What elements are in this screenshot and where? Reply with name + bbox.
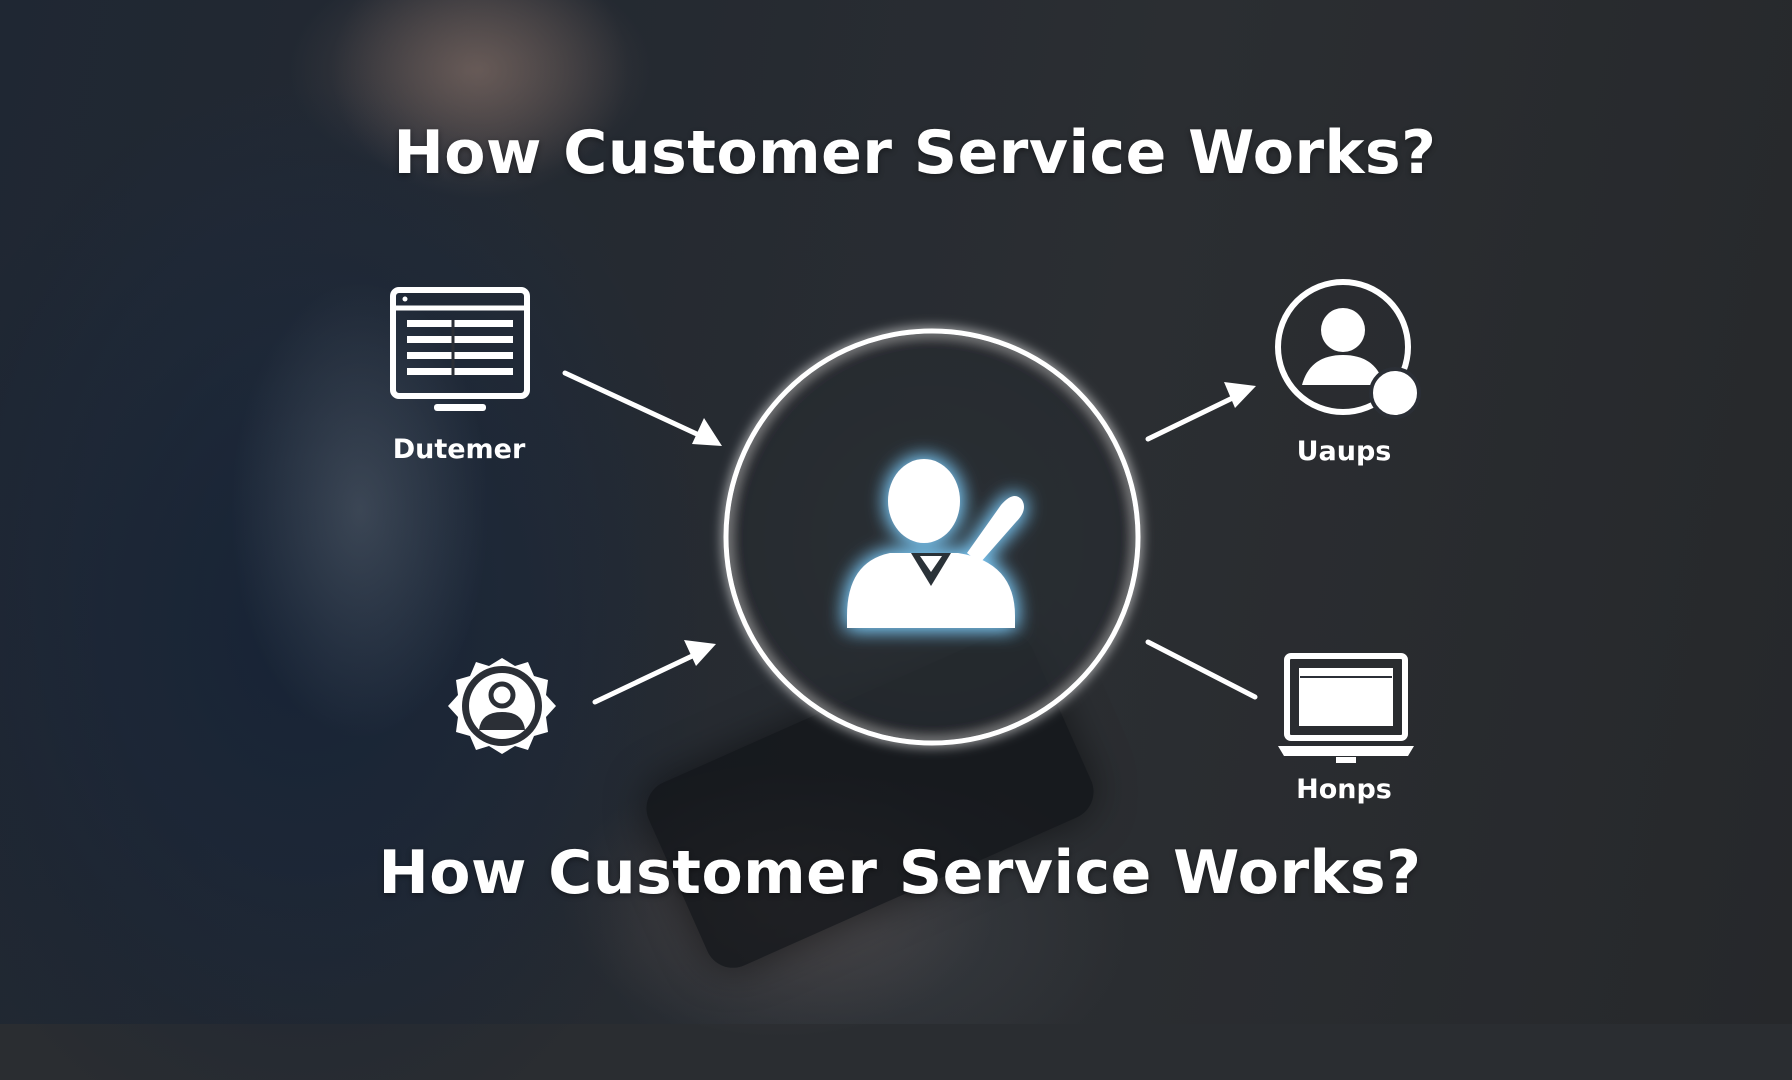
node-label-top-right: Uaups [1296, 436, 1392, 467]
page-title: How Customer Service Works? [393, 118, 1437, 188]
arrow-bottom-left-to-hub [592, 646, 710, 705]
arrow-top-left-head [692, 418, 722, 446]
support-agent-icon [847, 459, 1024, 628]
arrow-top-left-to-hub [562, 370, 717, 445]
user-circle-icon [1275, 279, 1421, 419]
page-title-bottom: How Customer Service Works? [378, 838, 1422, 908]
user-badge-icon [448, 658, 556, 754]
node-label-top-left: Dutemer [392, 434, 526, 465]
arrow-bottom-left-head [684, 640, 716, 666]
arrow-top-right-head [1224, 382, 1256, 408]
arrow-hub-to-top-right [1145, 388, 1250, 442]
laptop-icon [1278, 653, 1414, 763]
connector-hub-to-bottom-right [1145, 639, 1258, 700]
node-label-bottom-right: Honps [1296, 774, 1392, 805]
flow-diagram [390, 279, 1421, 763]
monitor-document-icon [390, 287, 530, 411]
